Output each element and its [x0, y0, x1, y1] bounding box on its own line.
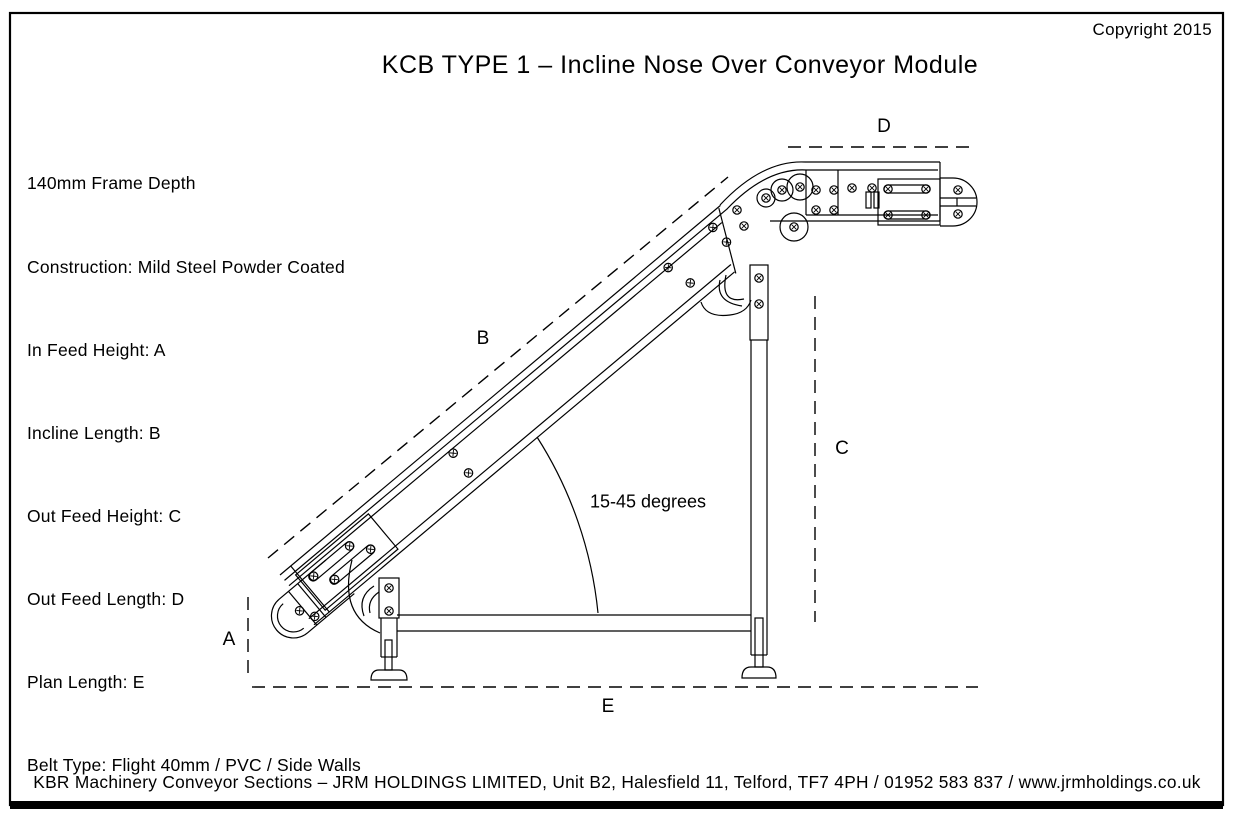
- spec-line: Incline Length: B: [27, 422, 161, 443]
- left-support-leg: [348, 559, 408, 681]
- dim-label-e: E: [601, 696, 615, 717]
- spec-line: 140mm Frame Depth: [27, 173, 196, 194]
- spec-line: Belt Type: Flight 40mm / PVC / Side Wall…: [27, 755, 362, 776]
- leg-stem-right: [754, 617, 764, 668]
- knee-plate-left: [348, 559, 381, 634]
- base-rails: [397, 614, 751, 632]
- leg-stem-left: [384, 639, 393, 671]
- spec-line: Plan Length: E: [27, 672, 145, 693]
- dim-label-a: A: [222, 629, 236, 650]
- knee-plate-right: [700, 299, 752, 317]
- adjustment-slot-right: [718, 279, 743, 307]
- dim-label-b: B: [476, 328, 490, 349]
- footer-contact-info: KBR Machinery Conveyor Sections – JRM HO…: [33, 772, 1201, 792]
- spec-line: Out Feed Height: C: [27, 505, 182, 526]
- infeed-nose-cap: [270, 559, 355, 639]
- bend-rollers: [756, 173, 814, 242]
- drive-mount-plate: [865, 178, 941, 226]
- spec-line: Out Feed Length: D: [27, 588, 185, 609]
- page-title: KCB TYPE 1 – Incline Nose Over Conveyor …: [381, 51, 979, 79]
- outfeed-section: [770, 161, 978, 227]
- dim-label-d: D: [877, 116, 891, 137]
- adjustable-foot-left: [370, 669, 408, 681]
- tension-slot-plate: [294, 513, 399, 612]
- copyright-notice: Copyright 2015: [1092, 20, 1212, 39]
- dim-label-c: C: [835, 438, 849, 459]
- leg-bracket-left: [378, 577, 400, 619]
- dimension-line-b: [267, 176, 729, 559]
- spec-line: Construction: Mild Steel Powder Coated: [27, 256, 345, 277]
- dimension-lines: [247, 146, 978, 688]
- incline-angle-arc: [536, 436, 599, 614]
- leg-bracket-right: [749, 264, 769, 341]
- incline-conveyor-section: [270, 204, 737, 639]
- outfeed-nose-cap: [940, 177, 978, 227]
- border-bottom-bar: [10, 801, 1223, 809]
- adjustment-slot-left: [361, 585, 375, 617]
- incline-frame-lines: [279, 204, 737, 626]
- nose-over-bend: [700, 161, 814, 317]
- spec-list: 140mm Frame Depth Construction: Mild Ste…: [27, 115, 361, 819]
- angle-annotation: 15-45 degrees: [589, 491, 707, 512]
- spec-line: In Feed Height: A: [27, 339, 166, 360]
- right-support-leg: [741, 264, 777, 679]
- adjustable-foot-right: [741, 666, 777, 679]
